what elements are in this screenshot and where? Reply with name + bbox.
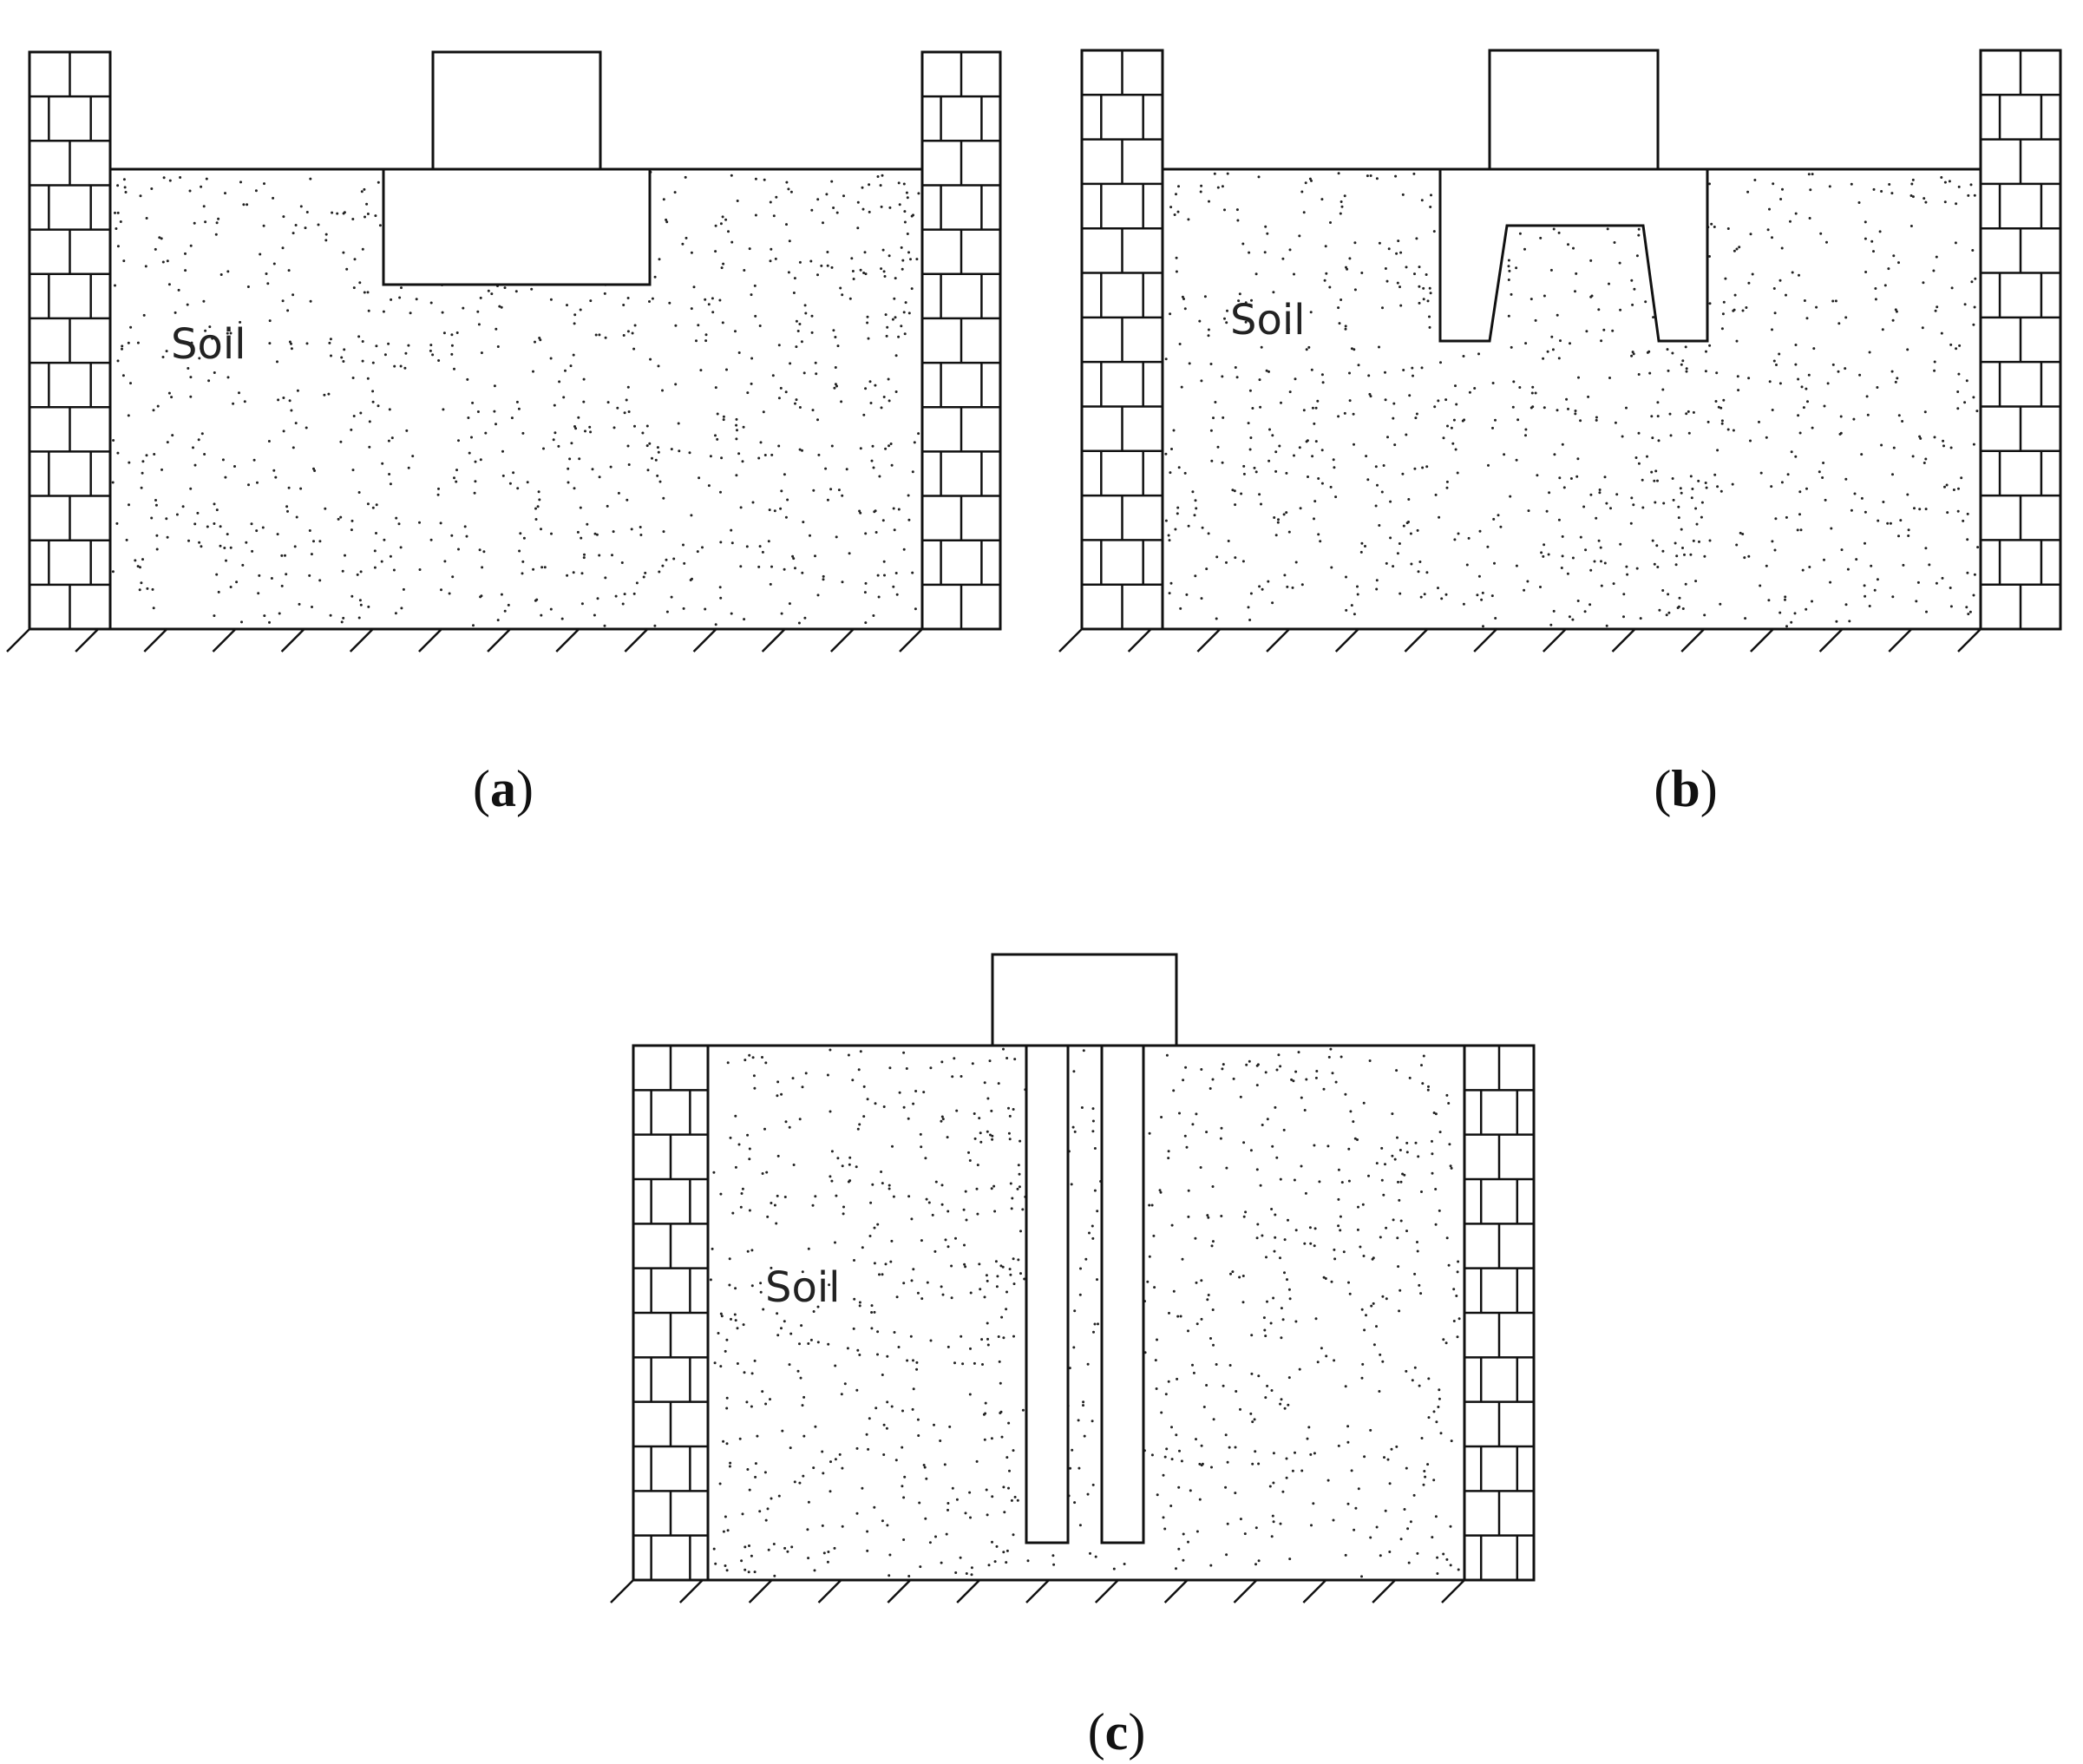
soil-label: Soil [1230, 296, 1306, 344]
caption-b-letter: b [1671, 760, 1700, 817]
soil-label: Soil [765, 1263, 841, 1312]
caption-b: (b) [1654, 760, 1718, 817]
right-brick-wall [1463, 1044, 1536, 1582]
ground-hatching [610, 1579, 1465, 1603]
soil-body [1161, 167, 1982, 631]
soil-body [706, 1044, 1466, 1582]
left-brick-wall [1080, 49, 1164, 631]
left-brick-wall [632, 1044, 710, 1582]
right-brick-wall [920, 50, 1002, 631]
skirted-footing [1438, 167, 1709, 343]
column-block [431, 50, 602, 171]
caption-c: (c) [1087, 1703, 1146, 1761]
footing-base-block [382, 167, 652, 286]
pile-cap-block [991, 953, 1178, 1047]
left-brick-wall [28, 50, 112, 631]
panel-a-diagram: Soil [6, 50, 1002, 652]
pile-right [1100, 1044, 1145, 1544]
right-brick-wall [1979, 49, 2062, 631]
ground-hatching [6, 628, 923, 652]
column-block [1488, 49, 1660, 171]
panel-c-diagram: Soil [610, 953, 1536, 1603]
panel-b-diagram: Soil [1058, 49, 2062, 652]
soil-label: Soil [171, 320, 246, 369]
caption-c-letter: c [1104, 1703, 1129, 1761]
ground-hatching [1058, 628, 1981, 652]
pile-left [1025, 1044, 1070, 1544]
caption-a: (a) [473, 760, 534, 817]
caption-a-letter: a [490, 760, 516, 817]
